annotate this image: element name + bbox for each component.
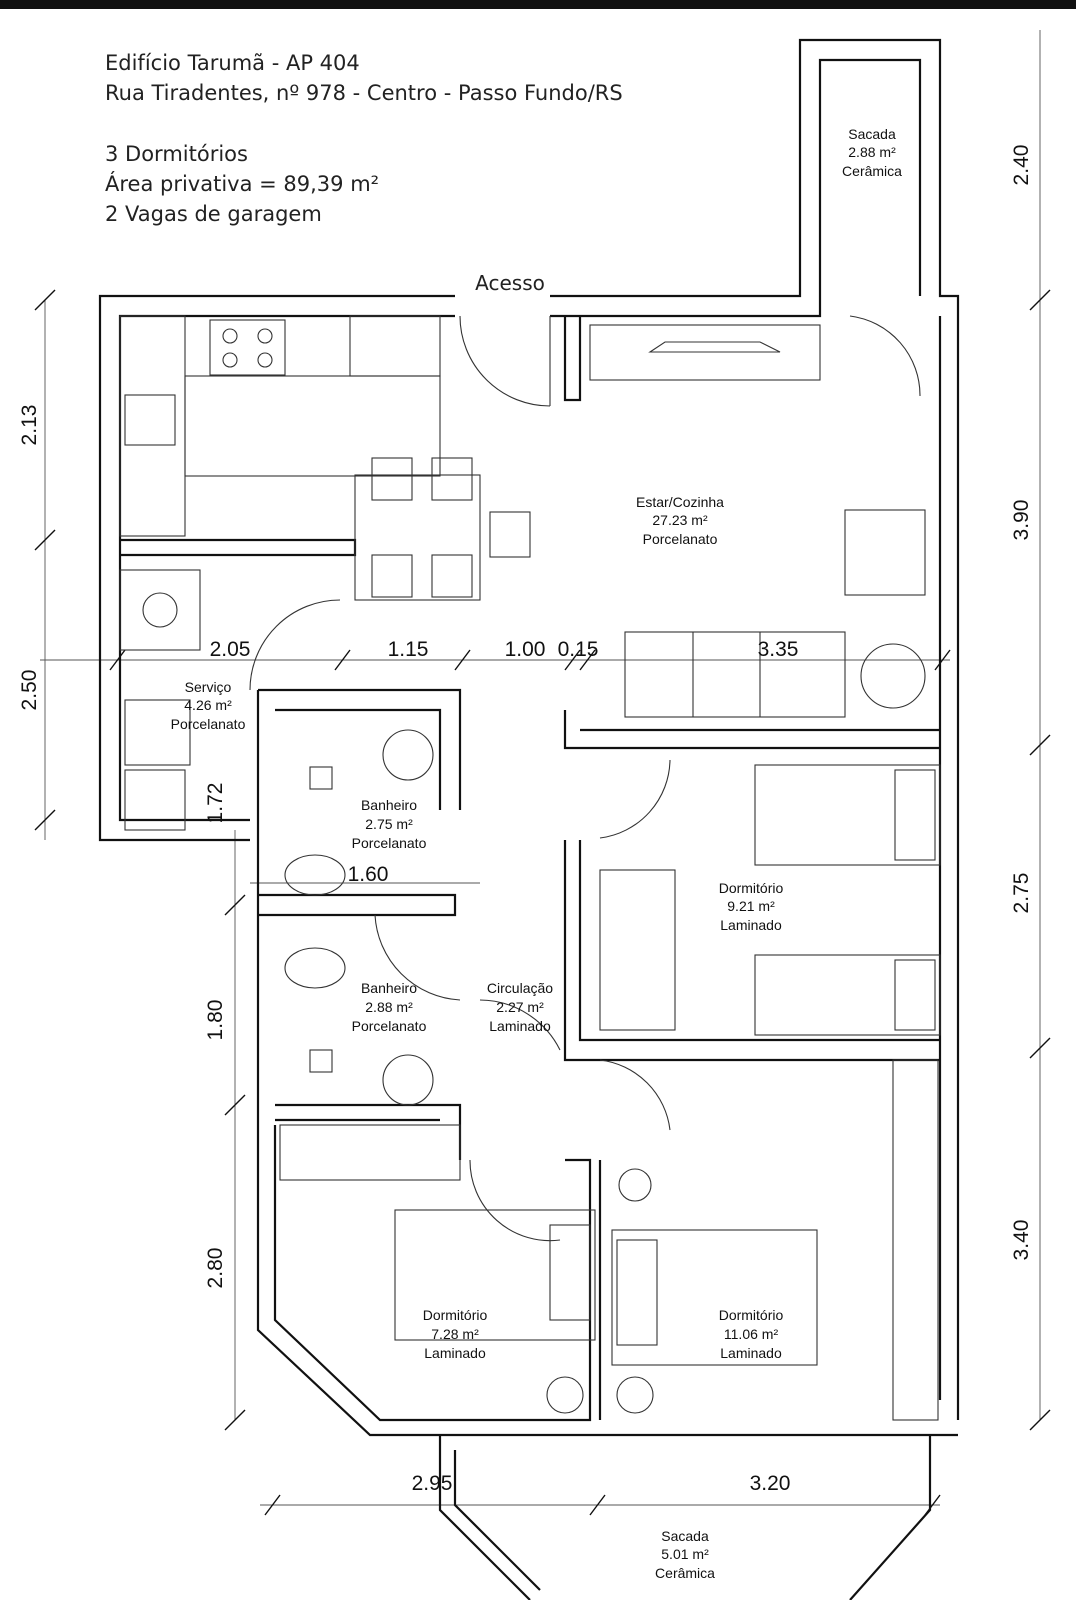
rooms-sacada_bottom-area-text: 5.01 m² bbox=[661, 1546, 709, 1562]
dimensions-inner_vertical-0-text: 1.72 bbox=[204, 783, 227, 824]
rooms-estar-name-text: Estar/Cozinha bbox=[636, 494, 724, 510]
dimension-labels: 2.40 3.90 2.75 3.40 2.13 2.50 1.72 1.80 … bbox=[18, 145, 1033, 1495]
bed bbox=[394, 1209, 596, 1341]
rooms-banheiro2-floor-text: Porcelanato bbox=[352, 1018, 427, 1034]
address: Rua Tiradentes, nº 978 - Centro - Passo … bbox=[105, 81, 623, 105]
room-label-sacada-bottom: Sacada 5.01 m² Cerâmica bbox=[655, 1528, 715, 1581]
rooms-dorm1-name-text: Dormitório bbox=[719, 880, 784, 896]
dimensions-left-1-text: 2.50 bbox=[18, 670, 41, 711]
dimensions-row-0-text: 2.05 bbox=[210, 638, 251, 661]
room-label-banheiro-2: Banheiro 2.88 m² Porcelanato bbox=[352, 980, 427, 1034]
rooms-dorm1-floor-text: Laminado bbox=[720, 917, 782, 933]
armchair bbox=[844, 509, 926, 596]
building-name: Edifício Tarumã - AP 404 bbox=[105, 51, 360, 75]
dimensions-right-0-text: 2.40 bbox=[1010, 145, 1033, 186]
access-label: Acesso bbox=[475, 271, 545, 295]
rooms-estar-area-text: 27.23 m² bbox=[652, 512, 708, 528]
washbasin-icon bbox=[382, 729, 434, 781]
bed bbox=[754, 954, 941, 1036]
parking-spots: 2 Vagas de garagem bbox=[105, 202, 322, 226]
walls bbox=[98, 38, 960, 1600]
dimensions-left-0-text: 2.13 bbox=[18, 405, 41, 446]
rooms-dorm2-floor-text: Laminado bbox=[424, 1345, 486, 1361]
room-label-dormitorio-1: Dormitório 9.21 m² Laminado bbox=[719, 880, 784, 933]
doors bbox=[249, 315, 921, 1242]
dimensions-row-3-text: 0.15 bbox=[558, 638, 599, 661]
rooms-dorm3-area-text: 11.06 m² bbox=[724, 1326, 779, 1342]
dimensions-row-1-text: 1.15 bbox=[388, 638, 429, 661]
rooms-circulacao-name-text: Circulação bbox=[487, 980, 553, 996]
top-bar bbox=[0, 0, 1076, 9]
rooms-sacada_bottom-name-text: Sacada bbox=[661, 1528, 709, 1544]
dimensions-inner_vertical-1-text: 1.80 bbox=[204, 1000, 227, 1041]
rooms-servico-name-text: Serviço bbox=[185, 679, 232, 695]
rooms-banheiro1-floor-text: Porcelanato bbox=[352, 835, 427, 851]
furniture bbox=[119, 315, 941, 1421]
rooms-dorm1-area-text: 9.21 m² bbox=[727, 898, 775, 914]
rooms-servico-area-text: 4.26 m² bbox=[184, 697, 232, 713]
dimensions-row-4-text: 3.35 bbox=[758, 638, 799, 661]
dining-table bbox=[354, 474, 481, 601]
room-label-dormitorio-3: Dormitório 11.06 m² Laminado bbox=[719, 1307, 784, 1361]
rooms-dorm3-floor-text: Laminado bbox=[720, 1345, 782, 1361]
room-label-banheiro-1: Banheiro 2.75 m² Porcelanato bbox=[352, 797, 427, 851]
rooms-banheiro1-name-text: Banheiro bbox=[361, 797, 417, 813]
dimension-lines bbox=[34, 30, 1051, 1516]
bed bbox=[754, 764, 941, 866]
rooms-dorm2-area-text: 7.28 m² bbox=[431, 1326, 479, 1342]
room-label-estar: Estar/Cozinha 27.23 m² Porcelanato bbox=[636, 494, 724, 547]
room-label-servico: Serviço 4.26 m² Porcelanato bbox=[171, 679, 246, 732]
stove-icon bbox=[209, 319, 286, 376]
rooms-sacada_top-floor-text: Cerâmica bbox=[842, 163, 902, 179]
rooms-sacada_bottom-floor-text: Cerâmica bbox=[655, 1565, 715, 1581]
dimensions-right-1-text: 3.90 bbox=[1010, 500, 1033, 541]
rooms-banheiro2-area-text: 2.88 m² bbox=[365, 999, 413, 1015]
private-area: Área privativa = 89,39 m² bbox=[105, 171, 379, 196]
rooms-dorm2-name-text: Dormitório bbox=[423, 1307, 488, 1323]
dimensions-right-2-text: 2.75 bbox=[1010, 873, 1033, 914]
room-label-dormitorio-2: Dormitório 7.28 m² Laminado bbox=[423, 1307, 488, 1361]
tv-icon bbox=[648, 341, 781, 353]
header-info: Edifício Tarumã - AP 404 Rua Tiradentes,… bbox=[105, 51, 623, 226]
rooms-servico-floor-text: Porcelanato bbox=[171, 716, 246, 732]
kitchen-sink-icon bbox=[124, 394, 176, 446]
dimensions-bottom-1-text: 3.20 bbox=[750, 1472, 791, 1495]
bed bbox=[611, 1229, 818, 1366]
rooms-banheiro1-area-text: 2.75 m² bbox=[365, 816, 413, 832]
bedroom-count: 3 Dormitórios bbox=[105, 142, 248, 166]
dimensions-inner_vertical-2-text: 2.80 bbox=[204, 1248, 227, 1289]
rooms-sacada_top-area-text: 2.88 m² bbox=[848, 144, 896, 160]
rooms-circulacao-area-text: 2.27 m² bbox=[496, 999, 544, 1015]
rooms-dorm3-name-text: Dormitório bbox=[719, 1307, 784, 1323]
dimensions-bottom-0-text: 2.95 bbox=[412, 1472, 453, 1495]
room-label-sacada-top: Sacada 2.88 m² Cerâmica bbox=[842, 126, 902, 179]
rooms-circulacao-floor-text: Laminado bbox=[489, 1018, 551, 1034]
rooms-estar-floor-text: Porcelanato bbox=[643, 531, 718, 547]
room-label-circulacao: Circulação 2.27 m² Laminado bbox=[487, 980, 553, 1034]
rooms-banheiro2-name-text: Banheiro bbox=[361, 980, 417, 996]
rooms-sacada_top-name-text: Sacada bbox=[848, 126, 896, 142]
dimensions-right-3-text: 3.40 bbox=[1010, 1220, 1033, 1261]
dimensions-row-2-text: 1.00 bbox=[505, 638, 546, 661]
sofa bbox=[624, 631, 846, 718]
dimensions-bath_width-text: 1.60 bbox=[348, 863, 389, 886]
